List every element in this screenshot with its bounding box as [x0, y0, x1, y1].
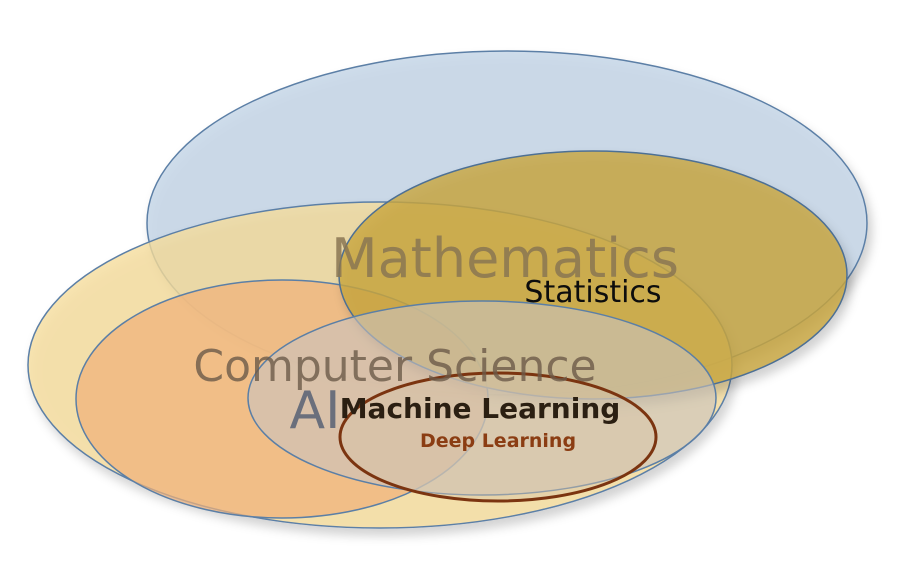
computer-science-label: Computer Science: [193, 341, 596, 392]
ai-label: AI: [290, 381, 341, 441]
machine-learning-label: Machine Learning: [340, 392, 621, 425]
statistics-label: Statistics: [524, 275, 661, 310]
machine-learning-ellipse: [247, 300, 717, 496]
deep-learning-label: Deep Learning: [420, 430, 576, 452]
mathematics-label: Mathematics: [331, 227, 679, 290]
deep-learning-ellipse: [338, 371, 658, 503]
